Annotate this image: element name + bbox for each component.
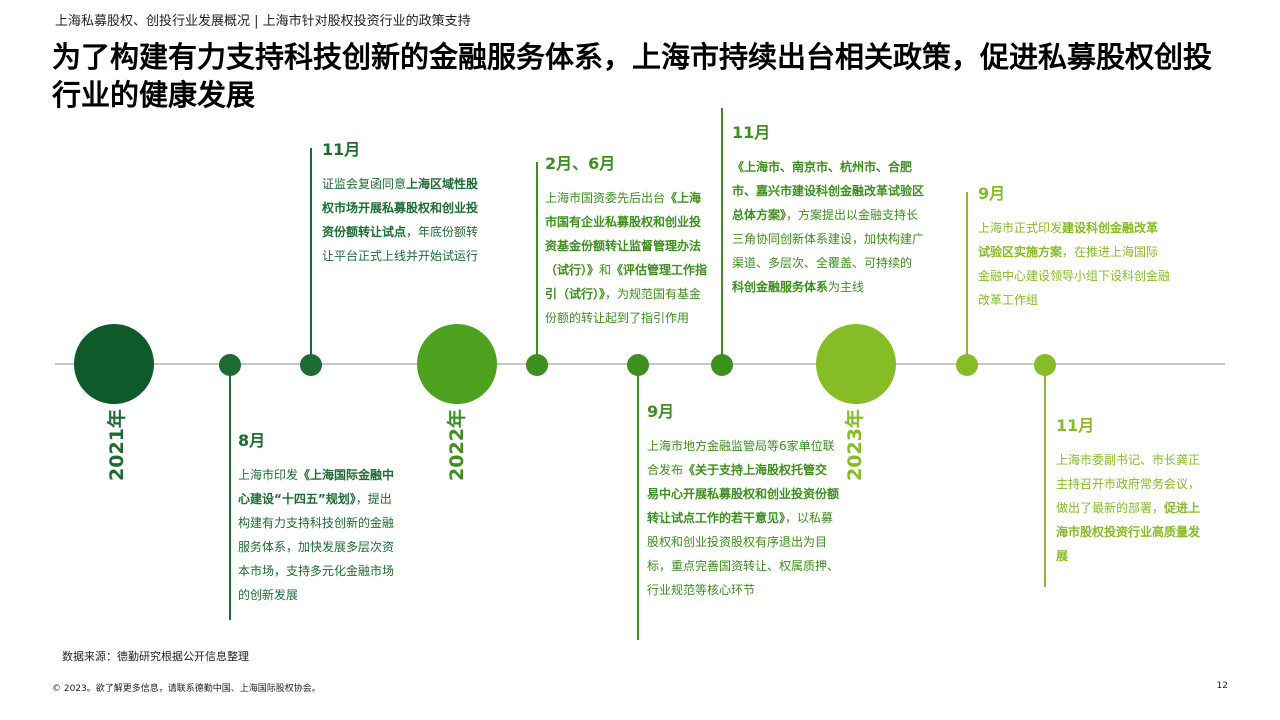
year-marker-2021 (74, 324, 154, 404)
event-text-highlight: 促进上海市股权投资行业高质量发展 (1056, 501, 1201, 563)
event-text-run: 上海市委副书记、市长龚正主持召开市政府常务会议，做出了最新的部署， (1056, 453, 1201, 515)
event-text-highlight: 上海区域性股权市场开展私募股权和创业投资份额转让试点 (322, 177, 479, 239)
event-text-run: ，在推进上海国际金融中心建设领导小组下设科创金融改革工作组 (978, 245, 1171, 307)
breadcrumb: 上海私募股权、创投行业发展概况 | 上海市针对股权投资行业的政策支持 (55, 14, 471, 29)
event-2021-08: 8月 上海市印发《上海国际金融中心建设“十四五”规划》，提出构建有力支持科技创新… (238, 427, 396, 607)
event-month: 11月 (1056, 416, 1095, 435)
data-source-note: 数据来源：德勤研究根据公开信息整理 (62, 650, 249, 663)
event-connector (536, 162, 538, 364)
page-title: 为了构建有力支持科技创新的金融服务体系，上海市持续出台相关政策，促进私募股权创投… (52, 40, 1213, 112)
event-dot (627, 354, 649, 376)
event-text-run: 证监会复函同意 (322, 177, 407, 191)
event-2023-09: 9月 上海市正式印发建设科创金融改革试验区实施方案，在推进上海国际金融中心建设领… (978, 180, 1170, 312)
event-text-run: ，为规范国有基金份额的转让起到了指引作用 (545, 287, 702, 325)
event-text-run: 和 (599, 263, 612, 277)
event-text: 上海市地方金融监管局等6家单位联合发布《关于支持上海股权托管交易中心开展私募股权… (647, 434, 839, 602)
event-2021-11: 11月 证监会复函同意上海区域性股权市场开展私募股权和创业投资份额转让试点，年底… (322, 136, 482, 268)
event-text-run: 为主线 (828, 280, 865, 294)
year-label-2022: 2022年 (446, 409, 468, 481)
event-2022-02-06: 2月、6月 上海市国资委先后出台《上海市国有企业私募股权和创业投资基金份额转让监… (545, 150, 710, 330)
event-text: 上海市正式印发建设科创金融改革试验区实施方案，在推进上海国际金融中心建设领导小组… (978, 216, 1170, 312)
event-text-run: 上海市国资委先后出台 (545, 191, 666, 205)
event-text-run: 上海市地方金融监管局等6家单位联合发布 (647, 439, 835, 477)
event-connector (637, 365, 639, 640)
year-marker-2022 (417, 324, 497, 404)
event-month: 9月 (978, 184, 1006, 203)
event-text-highlight: 建设科创金融改革试验区实施方案 (978, 221, 1159, 259)
event-connector (966, 192, 968, 364)
event-2022-09: 9月 上海市地方金融监管局等6家单位联合发布《关于支持上海股权托管交易中心开展私… (647, 398, 839, 602)
event-text: 上海市印发《上海国际金融中心建设“十四五”规划》，提出构建有力支持科技创新的金融… (238, 463, 396, 607)
event-month: 11月 (322, 140, 361, 159)
event-text: 证监会复函同意上海区域性股权市场开展私募股权和创业投资份额转让试点，年底份额转让… (322, 172, 482, 268)
event-text-highlight: 《上海市、南京市、杭州市、合肥市、嘉兴市建设科创金融改革试验区总体方案》 (732, 160, 925, 222)
event-text-run: 上海市印发 (238, 468, 299, 482)
event-text-run: ，以私募股权和创业投资股权有序退出为目标，重点完善国资转让、权属质押、行业规范等… (647, 511, 840, 597)
event-text: 上海市国资委先后出台《上海市国有企业私募股权和创业投资基金份额转让监督管理办法（… (545, 186, 710, 330)
year-label-2021: 2021年 (106, 409, 128, 481)
event-month: 11月 (732, 123, 771, 142)
event-text-highlight: 《评估管理工作指引（试行）》 (545, 263, 708, 301)
event-text-run: ，方案提出以金融支持长三角协同创新体系建设，加快构建广渠道、多层次、全覆盖、可持… (732, 208, 925, 270)
event-text-highlight: 科创金融服务体系 (732, 280, 829, 294)
event-dot (1034, 354, 1056, 376)
year-label-2023: 2023年 (844, 409, 866, 481)
event-dot (711, 354, 733, 376)
event-dot (219, 354, 241, 376)
event-connector (310, 148, 312, 364)
event-dot (956, 354, 978, 376)
page-number: 12 (1216, 681, 1228, 691)
event-text-run: ，提出构建有力支持科技创新的金融服务体系，加快发展多层次资本市场，支持多元化金融… (238, 492, 395, 602)
event-text: 上海市委副书记、市长龚正主持召开市政府常务会议，做出了最新的部署，促进上海市股权… (1056, 448, 1208, 568)
event-month: 2月、6月 (545, 154, 616, 173)
event-text-highlight: 《上海国际金融中心建设“十四五”规划》 (238, 468, 395, 506)
year-marker-2023 (816, 324, 896, 404)
event-2023-11: 11月 上海市委副书记、市长龚正主持召开市政府常务会议，做出了最新的部署，促进上… (1056, 412, 1208, 568)
event-text-run: ，年底份额转让平台正式上线并开始试运行 (322, 225, 479, 263)
event-2022-11: 11月 《上海市、南京市、杭州市、合肥市、嘉兴市建设科创金融改革试验区总体方案》… (732, 119, 924, 299)
event-connector (1044, 365, 1046, 587)
event-text: 《上海市、南京市、杭州市、合肥市、嘉兴市建设科创金融改革试验区总体方案》，方案提… (732, 155, 924, 299)
event-text-highlight: 《关于支持上海股权托管交易中心开展私募股权和创业投资份额转让试点工作的若干意见》 (647, 463, 840, 525)
event-month: 9月 (647, 402, 675, 421)
event-connector (721, 108, 723, 364)
copyright-footer: © 2023。欲了解更多信息，请联系德勤中国、上海国际股权协会。 (52, 684, 321, 694)
event-text-highlight: 《上海市国有企业私募股权和创业投资基金份额转让监督管理办法（试行）》 (545, 191, 702, 277)
event-month: 8月 (238, 431, 266, 450)
event-dot (526, 354, 548, 376)
event-connector (229, 365, 231, 620)
event-dot (300, 354, 322, 376)
event-text-run: 上海市正式印发 (978, 221, 1063, 235)
